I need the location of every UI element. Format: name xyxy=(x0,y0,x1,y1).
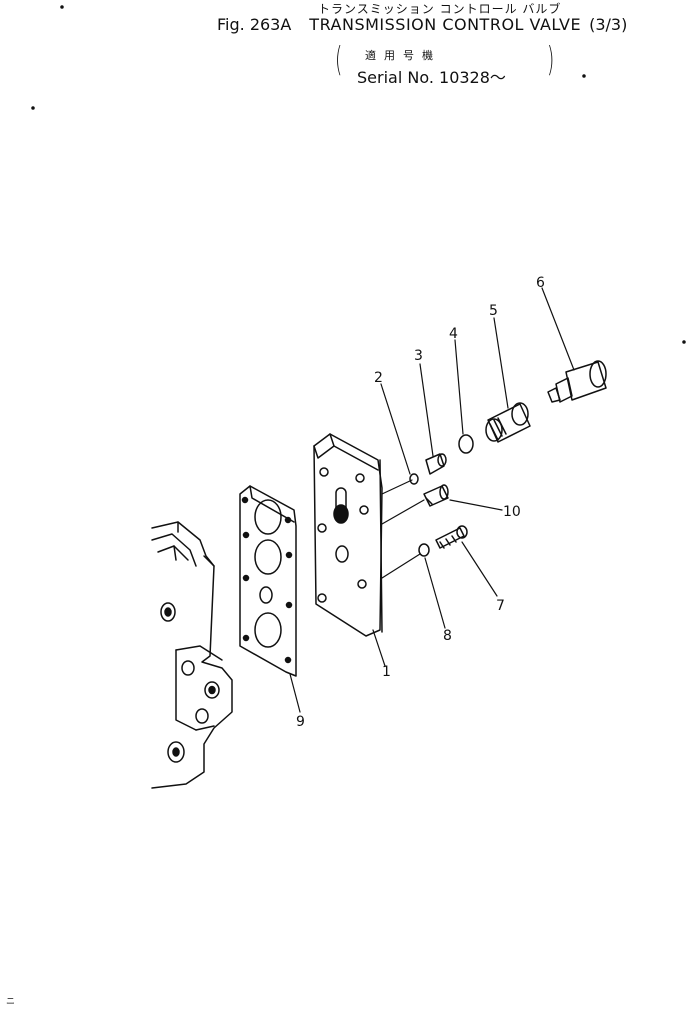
plug xyxy=(425,453,447,475)
callout-7: 7 xyxy=(496,598,505,614)
gasket-plate xyxy=(239,485,297,677)
footer-mark: ニ xyxy=(6,997,15,1007)
applicability-label: 適用号機 xyxy=(365,49,441,62)
callout-4: 4 xyxy=(449,326,458,342)
transmission-housing xyxy=(151,521,233,789)
left-parenthesis: ( xyxy=(334,40,343,80)
speck xyxy=(31,106,35,110)
callout-9: 9 xyxy=(296,714,305,730)
adapter-fitting xyxy=(485,402,531,443)
plug-cap xyxy=(547,360,607,403)
callout-10: 10 xyxy=(503,504,521,520)
speck xyxy=(60,5,64,9)
leader-lines xyxy=(289,287,575,713)
figure-title: TRANSMISSION CONTROL VALVE xyxy=(309,15,582,34)
figure-caption: Fig. 263A TRANSMISSION CONTROL VALVE (3/3) xyxy=(217,15,627,34)
callout-3: 3 xyxy=(414,348,423,364)
valve-body xyxy=(313,433,383,637)
o-ring-large xyxy=(458,434,474,454)
page-indicator: (3/3) xyxy=(589,15,628,34)
callout-5: 5 xyxy=(489,303,498,319)
callout-6: 6 xyxy=(536,275,545,291)
serial-number: Serial No. 10328～ xyxy=(357,68,506,87)
figure-number: Fig. 263A xyxy=(217,15,292,34)
japanese-title: トランスミッション コントロール バルブ xyxy=(318,2,562,16)
right-parenthesis: ) xyxy=(546,40,555,80)
speck xyxy=(682,340,686,344)
plug-with-hex xyxy=(423,484,449,507)
bolt xyxy=(435,525,468,549)
callout-2: 2 xyxy=(374,370,383,386)
callout-1: 1 xyxy=(382,664,391,680)
speck xyxy=(582,74,586,78)
washer xyxy=(418,543,430,557)
callout-8: 8 xyxy=(443,628,452,644)
projection-lines xyxy=(381,479,425,579)
o-ring-small xyxy=(409,473,419,485)
